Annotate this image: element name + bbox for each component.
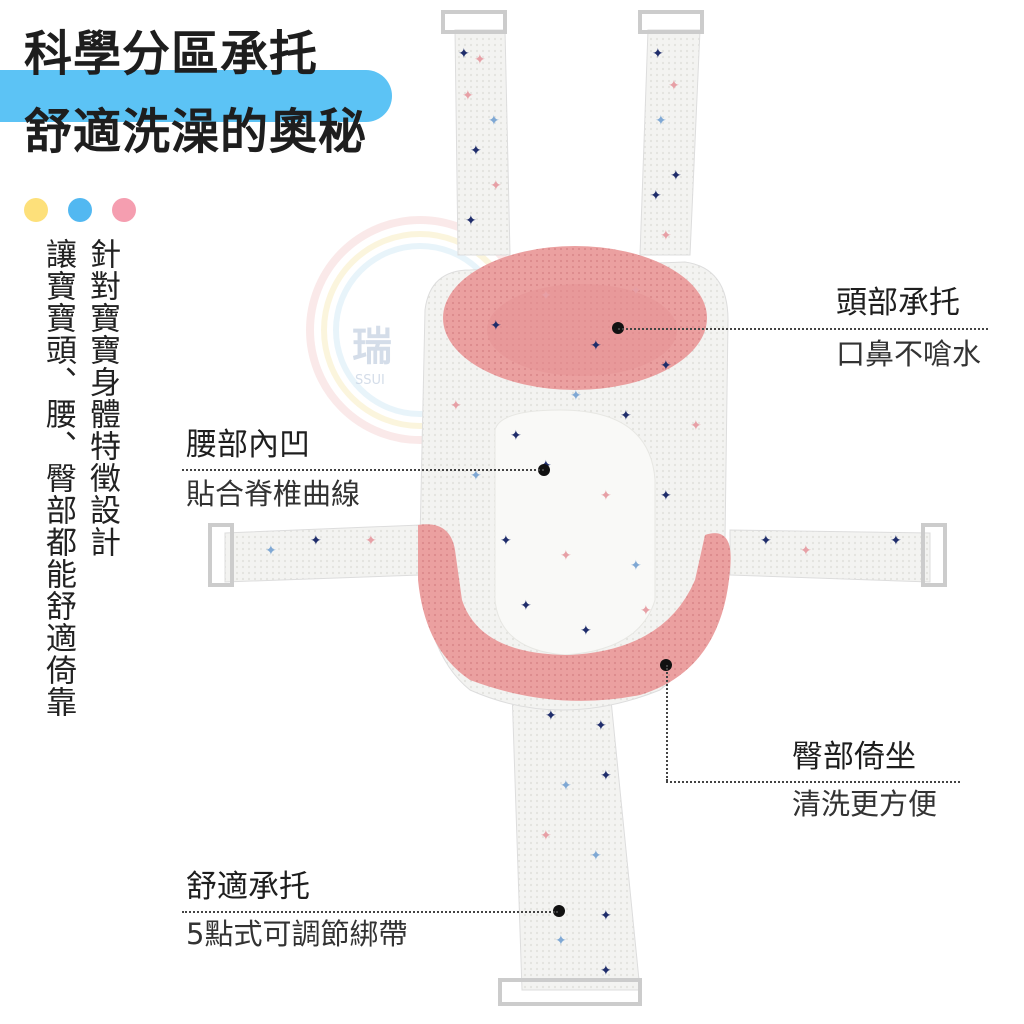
svg-text:✦: ✦	[650, 188, 662, 204]
headline-line-2: 舒適洗澡的奧秘	[24, 104, 368, 160]
comfort-support-title: 舒適承托	[186, 869, 310, 905]
svg-text:✦: ✦	[545, 708, 557, 724]
svg-text:✦: ✦	[310, 533, 322, 549]
svg-text:✦: ✦	[890, 533, 902, 549]
svg-text:✦: ✦	[488, 113, 500, 129]
svg-text:✦: ✦	[620, 408, 632, 424]
svg-text:✦: ✦	[490, 178, 502, 194]
top-right-strap	[638, 10, 704, 256]
head-leader-line	[618, 328, 988, 330]
svg-text:✦: ✦	[510, 428, 522, 444]
svg-text:✦: ✦	[595, 718, 607, 734]
pink-dot	[112, 198, 136, 222]
right-side-strap	[729, 523, 947, 587]
headline-line-1: 科學分區承托	[24, 26, 319, 82]
hip-seat-title: 臀部倚坐	[792, 739, 916, 775]
waist-recess	[494, 409, 656, 656]
head-support-title: 頭部承托	[836, 285, 960, 321]
svg-text:✦: ✦	[450, 398, 462, 414]
svg-text:✦: ✦	[580, 623, 592, 639]
svg-text:✦: ✦	[520, 598, 532, 614]
svg-text:✦: ✦	[365, 533, 377, 549]
top-left-strap	[441, 10, 511, 256]
svg-text:✦: ✦	[660, 358, 672, 374]
side-description-1: 針對寶寶身體特徵設計	[84, 238, 120, 558]
waist-leader-line	[182, 469, 544, 471]
watermark-text: 瑞	[352, 323, 392, 370]
svg-text:✦: ✦	[570, 388, 582, 404]
svg-text:✦: ✦	[540, 288, 552, 304]
svg-text:✦: ✦	[555, 933, 567, 949]
svg-text:✦: ✦	[590, 848, 602, 864]
svg-text:✦: ✦	[655, 113, 667, 129]
hip-leader-vertical	[666, 665, 668, 781]
svg-text:✦: ✦	[600, 908, 612, 924]
svg-text:✦: ✦	[670, 168, 682, 184]
svg-text:✦: ✦	[465, 213, 477, 229]
svg-text:✦: ✦	[600, 768, 612, 784]
svg-text:✦: ✦	[630, 283, 642, 299]
svg-text:✦: ✦	[660, 228, 672, 244]
svg-text:✦: ✦	[600, 963, 612, 979]
svg-text:✦: ✦	[265, 543, 277, 559]
svg-text:✦: ✦	[690, 418, 702, 434]
svg-text:✦: ✦	[540, 828, 552, 844]
hip-leader-line	[666, 781, 960, 783]
svg-text:✦: ✦	[660, 488, 672, 504]
comfort-marker	[553, 905, 565, 917]
head-cushion-inner	[487, 284, 677, 376]
svg-text:✦: ✦	[462, 88, 474, 104]
hip-seat-subtitle: 清洗更方便	[792, 787, 938, 821]
left-side-strap	[208, 523, 421, 587]
svg-text:✦: ✦	[668, 78, 680, 94]
comfort-support-subtitle: 5點式可調節綁帶	[186, 917, 408, 951]
svg-text:✦: ✦	[630, 558, 642, 574]
svg-text:✦: ✦	[600, 488, 612, 504]
svg-text:✦: ✦	[560, 778, 572, 794]
svg-text:✦: ✦	[760, 533, 772, 549]
title-accent-band	[0, 70, 392, 122]
svg-text:✦: ✦	[652, 46, 664, 62]
waist-marker	[538, 464, 550, 476]
svg-text:✦: ✦	[800, 543, 812, 559]
svg-text:✦: ✦	[490, 318, 502, 334]
comfort-leader-line	[182, 911, 558, 913]
svg-text:✦: ✦	[470, 468, 482, 484]
svg-text:✦: ✦	[500, 533, 512, 549]
blue-dot	[68, 198, 92, 222]
yellow-dot	[24, 198, 48, 222]
svg-text:✦: ✦	[458, 46, 470, 62]
svg-text:✦: ✦	[640, 603, 652, 619]
head-support-subtitle: 口鼻不嗆水	[836, 337, 982, 371]
bottom-strap	[498, 689, 642, 1006]
side-description-2: 讓寶寶頭、腰、臀部都能舒適倚靠	[40, 238, 76, 718]
svg-text:✦: ✦	[590, 338, 602, 354]
hip-cushion	[418, 524, 731, 701]
svg-text:✦: ✦	[474, 52, 486, 68]
svg-text:✦: ✦	[560, 548, 572, 564]
svg-text:✦: ✦	[470, 143, 482, 159]
watermark-subtext: SSUI	[355, 373, 385, 388]
waist-title: 腰部內凹	[186, 427, 310, 463]
star-pattern: ✦ ✦ ✦ ✦ ✦ ✦ ✦ ✦ ✦ ✦ ✦ ✦ ✦ ✦ ✦ ✦ ✦ ✦ ✦ ✦ ✦ ✦ ✦ ✦ ✦ ✦ ✦…	[265, 46, 902, 979]
waist-subtitle: 貼合脊椎曲線	[186, 477, 361, 511]
